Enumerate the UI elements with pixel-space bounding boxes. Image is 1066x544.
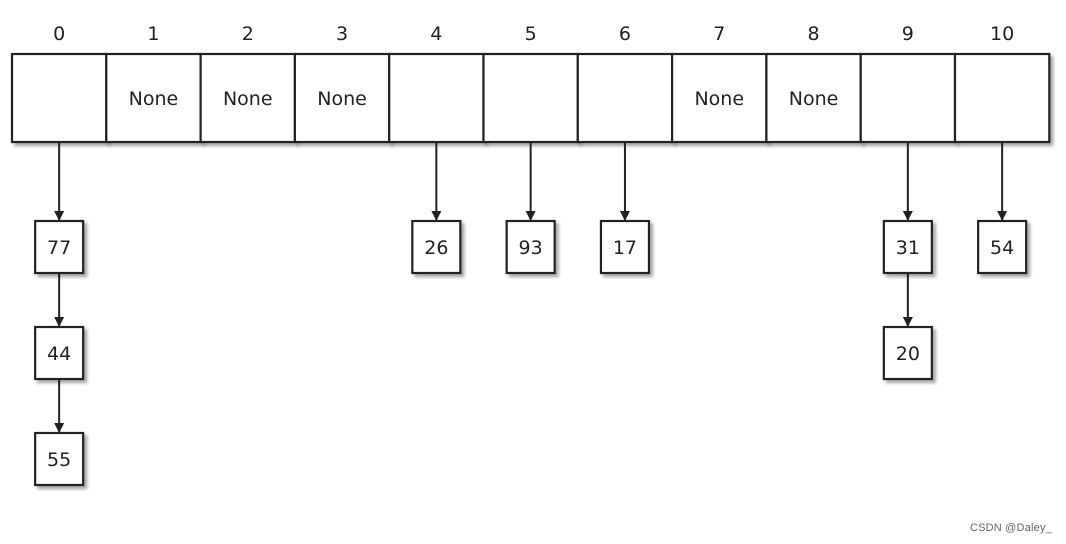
chain-node-value: 55 (47, 449, 71, 471)
hash-slot: None (765, 52, 862, 144)
hash-slot (859, 52, 957, 144)
chain-node-box (977, 219, 1028, 275)
chain-node: 44 (34, 325, 85, 381)
chain-node-value: 77 (47, 237, 71, 259)
chain-arrows (54, 142, 1008, 433)
hash-slot-box (576, 52, 674, 144)
hash-table-slots: None None None None None (10, 52, 1051, 144)
slot-none-label: None (789, 88, 839, 110)
chain-node-box (505, 219, 556, 275)
chain-nodes: 77 44 55 26 93 17 31 20 54 (34, 219, 1028, 487)
slot-index-label: 4 (430, 23, 442, 45)
chain-node-box (882, 325, 933, 381)
chain-node: 77 (34, 219, 85, 275)
hash-slot-box (765, 52, 862, 144)
chain-node: 54 (977, 219, 1028, 275)
slot-none-label: None (129, 88, 179, 110)
slot-none-label: None (223, 88, 273, 110)
chain-node: 31 (882, 219, 933, 275)
hash-slot: None (105, 52, 202, 144)
slot-index-label: 7 (713, 23, 725, 45)
slot-index-label: 6 (619, 23, 631, 45)
chain-node-box (599, 219, 651, 275)
chain-node-value: 20 (896, 343, 920, 365)
hash-slot: None (670, 52, 768, 144)
watermark: CSDN @Daley_ (969, 522, 1052, 534)
chain-node-value: 93 (519, 237, 543, 259)
chain-node-box (34, 325, 85, 381)
hash-slot-box (859, 52, 957, 144)
chain-node-box (882, 219, 933, 275)
slot-index-label: 9 (902, 23, 914, 45)
chain-node-box (34, 431, 85, 487)
hash-slot-box (10, 52, 108, 144)
chain-node-value: 26 (424, 237, 448, 259)
chain-node-box (411, 219, 462, 275)
slot-index-label: 0 (53, 23, 65, 45)
hash-slot (388, 52, 485, 144)
chain-node: 93 (505, 219, 556, 275)
slot-index-label: 1 (147, 23, 159, 45)
chain-node: 55 (34, 431, 85, 487)
chain-node-value: 17 (613, 237, 637, 259)
hash-slot-box (199, 52, 297, 144)
hash-slot (10, 52, 108, 144)
chain-node-value: 44 (47, 343, 71, 365)
slot-index-label: 10 (990, 23, 1014, 45)
hash-slot-box (105, 52, 202, 144)
chain-node: 17 (599, 219, 651, 275)
chain-node-value: 54 (990, 237, 1014, 259)
chain-node: 20 (882, 325, 933, 381)
slot-index-label: 3 (336, 23, 348, 45)
hash-slot-box (293, 52, 391, 144)
hash-slot (953, 52, 1051, 144)
hash-slot (576, 52, 674, 144)
slot-index-label: 8 (808, 23, 820, 45)
slot-index-row: 0 1 2 3 4 5 6 7 8 9 10 (53, 23, 1014, 45)
slot-index-label: 2 (242, 23, 254, 45)
chain-node-value: 31 (896, 237, 920, 259)
chain-node-box (34, 219, 85, 275)
hash-slot-box (388, 52, 485, 144)
hash-slot: None (293, 52, 391, 144)
chain-node: 26 (411, 219, 462, 275)
hash-slot: None (199, 52, 297, 144)
slot-none-label: None (317, 88, 367, 110)
hash-slot-box (953, 52, 1051, 144)
slot-none-label: None (694, 88, 744, 110)
hash-slot (482, 52, 579, 144)
slot-index-label: 5 (525, 23, 537, 45)
hash-slot-box (482, 52, 579, 144)
